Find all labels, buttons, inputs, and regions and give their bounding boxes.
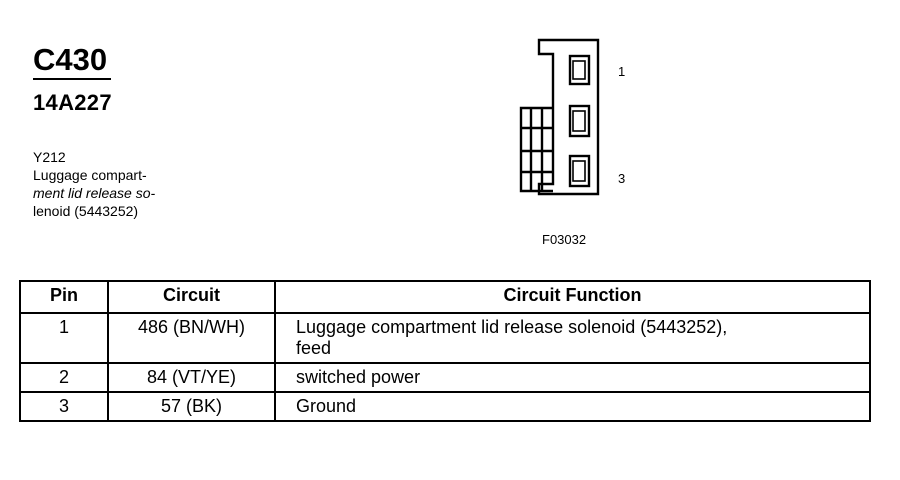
pin-cell: 3 — [19, 391, 109, 422]
circuit-cell: 57 (BK) — [107, 391, 276, 422]
function-cell: Ground — [274, 391, 871, 422]
circuit-cell: 486 (BN/WH) — [107, 312, 276, 364]
pin-label-1: 1 — [618, 64, 626, 79]
pin-table: Pin Circuit Circuit Function 1 486 (BN/W… — [19, 280, 871, 422]
component-desc-line-2: ment lid release so- — [33, 185, 156, 201]
table-row: 1 486 (BN/WH) Luggage compartment lid re… — [19, 312, 871, 364]
function-line: Luggage compartment lid release solenoid… — [296, 317, 728, 337]
component-desc-line-1: Luggage compart- — [33, 167, 147, 183]
header-pin: Pin — [19, 280, 109, 314]
table-header-row: Pin Circuit Circuit Function — [19, 280, 871, 314]
function-cell: Luggage compartment lid release solenoid… — [274, 312, 871, 364]
pin-cell: 1 — [19, 312, 109, 364]
connector-id: C430 — [33, 42, 112, 80]
connector-header: C430 14A227 — [33, 42, 112, 116]
function-line: Ground — [296, 396, 357, 416]
header-circuit: Circuit — [107, 280, 276, 314]
figure-code: F03032 — [542, 232, 587, 247]
connector-face-drawing — [519, 38, 600, 196]
function-cell: switched power — [274, 362, 871, 393]
function-line: feed — [296, 338, 332, 358]
table-row: 2 84 (VT/YE) switched power — [19, 362, 871, 393]
circuit-cell: 84 (VT/YE) — [107, 362, 276, 393]
header-circuit-function: Circuit Function — [274, 280, 871, 314]
table-row: 3 57 (BK) Ground — [19, 391, 871, 422]
component-desc-line-3: lenoid (5443252) — [33, 203, 139, 219]
connector-diagram: 1 3 — [515, 36, 635, 206]
function-line: switched power — [296, 367, 421, 387]
component-code: Y212 — [33, 149, 66, 165]
part-number: 14A227 — [33, 90, 112, 115]
pin-cell: 2 — [19, 362, 109, 393]
pin-label-3: 3 — [618, 171, 626, 186]
component-description: Y212 Luggage compart- ment lid release s… — [33, 148, 155, 220]
